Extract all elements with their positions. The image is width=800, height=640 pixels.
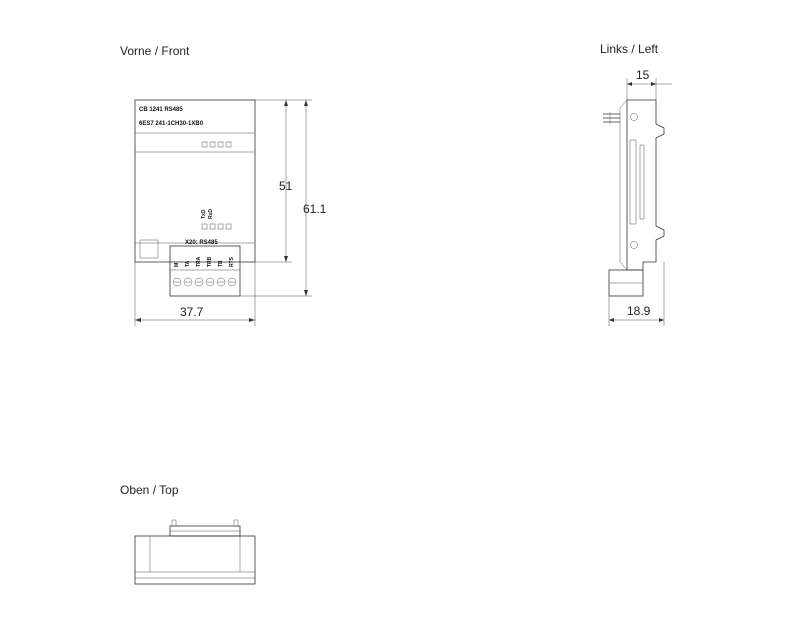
dimension-18-9: 18.9 — [608, 262, 665, 326]
order-number-label: 6ES7 241-1CH30-1XB0 — [139, 121, 204, 127]
dimension-label: 37.7 — [180, 305, 204, 319]
terminal-labels: M TA TRA TRB TB RTS — [174, 256, 235, 267]
dimension-37-7: 37.7 — [134, 262, 256, 326]
connector-label: X20: RS485 — [185, 240, 218, 246]
top-connector-tab — [233, 519, 239, 527]
rxd-label: RxD — [208, 209, 214, 219]
terminal-screw — [183, 277, 193, 287]
terminal-screw — [216, 277, 226, 287]
dimension-61-1: 61.1 — [240, 99, 327, 297]
comm-led-row — [201, 223, 232, 230]
terminal-label: TB — [218, 260, 224, 267]
side-pins — [603, 112, 620, 124]
front-view: Vorne / Front CB 1241 RS485 6ES7 241-1CH… — [120, 44, 327, 326]
top-body-outline — [134, 535, 256, 585]
arrowhead — [651, 82, 656, 86]
front-body-outline — [134, 99, 256, 263]
mounting-hole — [630, 113, 638, 121]
dimension-label: 15 — [636, 68, 650, 82]
txd-label: TxD — [201, 209, 207, 219]
left-view: Links / Left 15 — [600, 42, 672, 326]
comm-led — [217, 223, 224, 230]
status-led — [225, 141, 232, 148]
side-rail — [639, 144, 645, 220]
terminal-label: TA — [185, 260, 191, 267]
terminal-label: M — [174, 263, 180, 267]
side-slot — [629, 139, 637, 225]
arrowhead — [304, 290, 308, 296]
status-led — [217, 141, 224, 148]
arrowhead — [627, 82, 632, 86]
top-connector-tab — [171, 519, 177, 527]
status-led — [209, 141, 216, 148]
arrowhead — [609, 318, 614, 322]
module-name-label: CB 1241 RS485 — [139, 107, 183, 113]
terminal-screw — [194, 277, 204, 287]
side-profile-line — [619, 261, 628, 271]
terminal-label: TRA — [196, 256, 202, 267]
comm-led — [209, 223, 216, 230]
arrowhead — [135, 318, 141, 322]
terminal-screw — [227, 277, 237, 287]
mounting-hole — [630, 241, 638, 249]
arrowhead — [659, 318, 664, 322]
terminal-label: TRB — [207, 256, 213, 267]
terminal-screw — [172, 277, 182, 287]
dimension-label: 61.1 — [303, 202, 327, 216]
top-view: Oben / Top — [120, 483, 256, 585]
comm-led — [225, 223, 232, 230]
side-profile-outline — [626, 99, 665, 271]
arrowhead — [284, 100, 288, 106]
left-view-title: Links / Left — [600, 42, 659, 56]
status-led-row — [201, 141, 232, 148]
arrowhead — [249, 318, 255, 322]
dimension-label: 51 — [279, 179, 293, 193]
side-profile-line — [619, 99, 628, 109]
front-view-title: Vorne / Front — [120, 44, 190, 58]
label-window — [139, 239, 159, 259]
top-view-title: Oben / Top — [120, 483, 179, 497]
terminal-connector — [169, 245, 241, 297]
comm-led — [201, 223, 208, 230]
arrowhead — [284, 256, 288, 262]
terminal-screws — [172, 277, 237, 287]
dimension-label: 18.9 — [627, 304, 651, 318]
dimension-15: 15 — [626, 68, 672, 100]
terminal-screw — [205, 277, 215, 287]
status-led — [201, 141, 208, 148]
terminal-label: RTS — [229, 256, 235, 267]
arrowhead — [304, 100, 308, 106]
dimension-51: 51 — [255, 99, 293, 263]
